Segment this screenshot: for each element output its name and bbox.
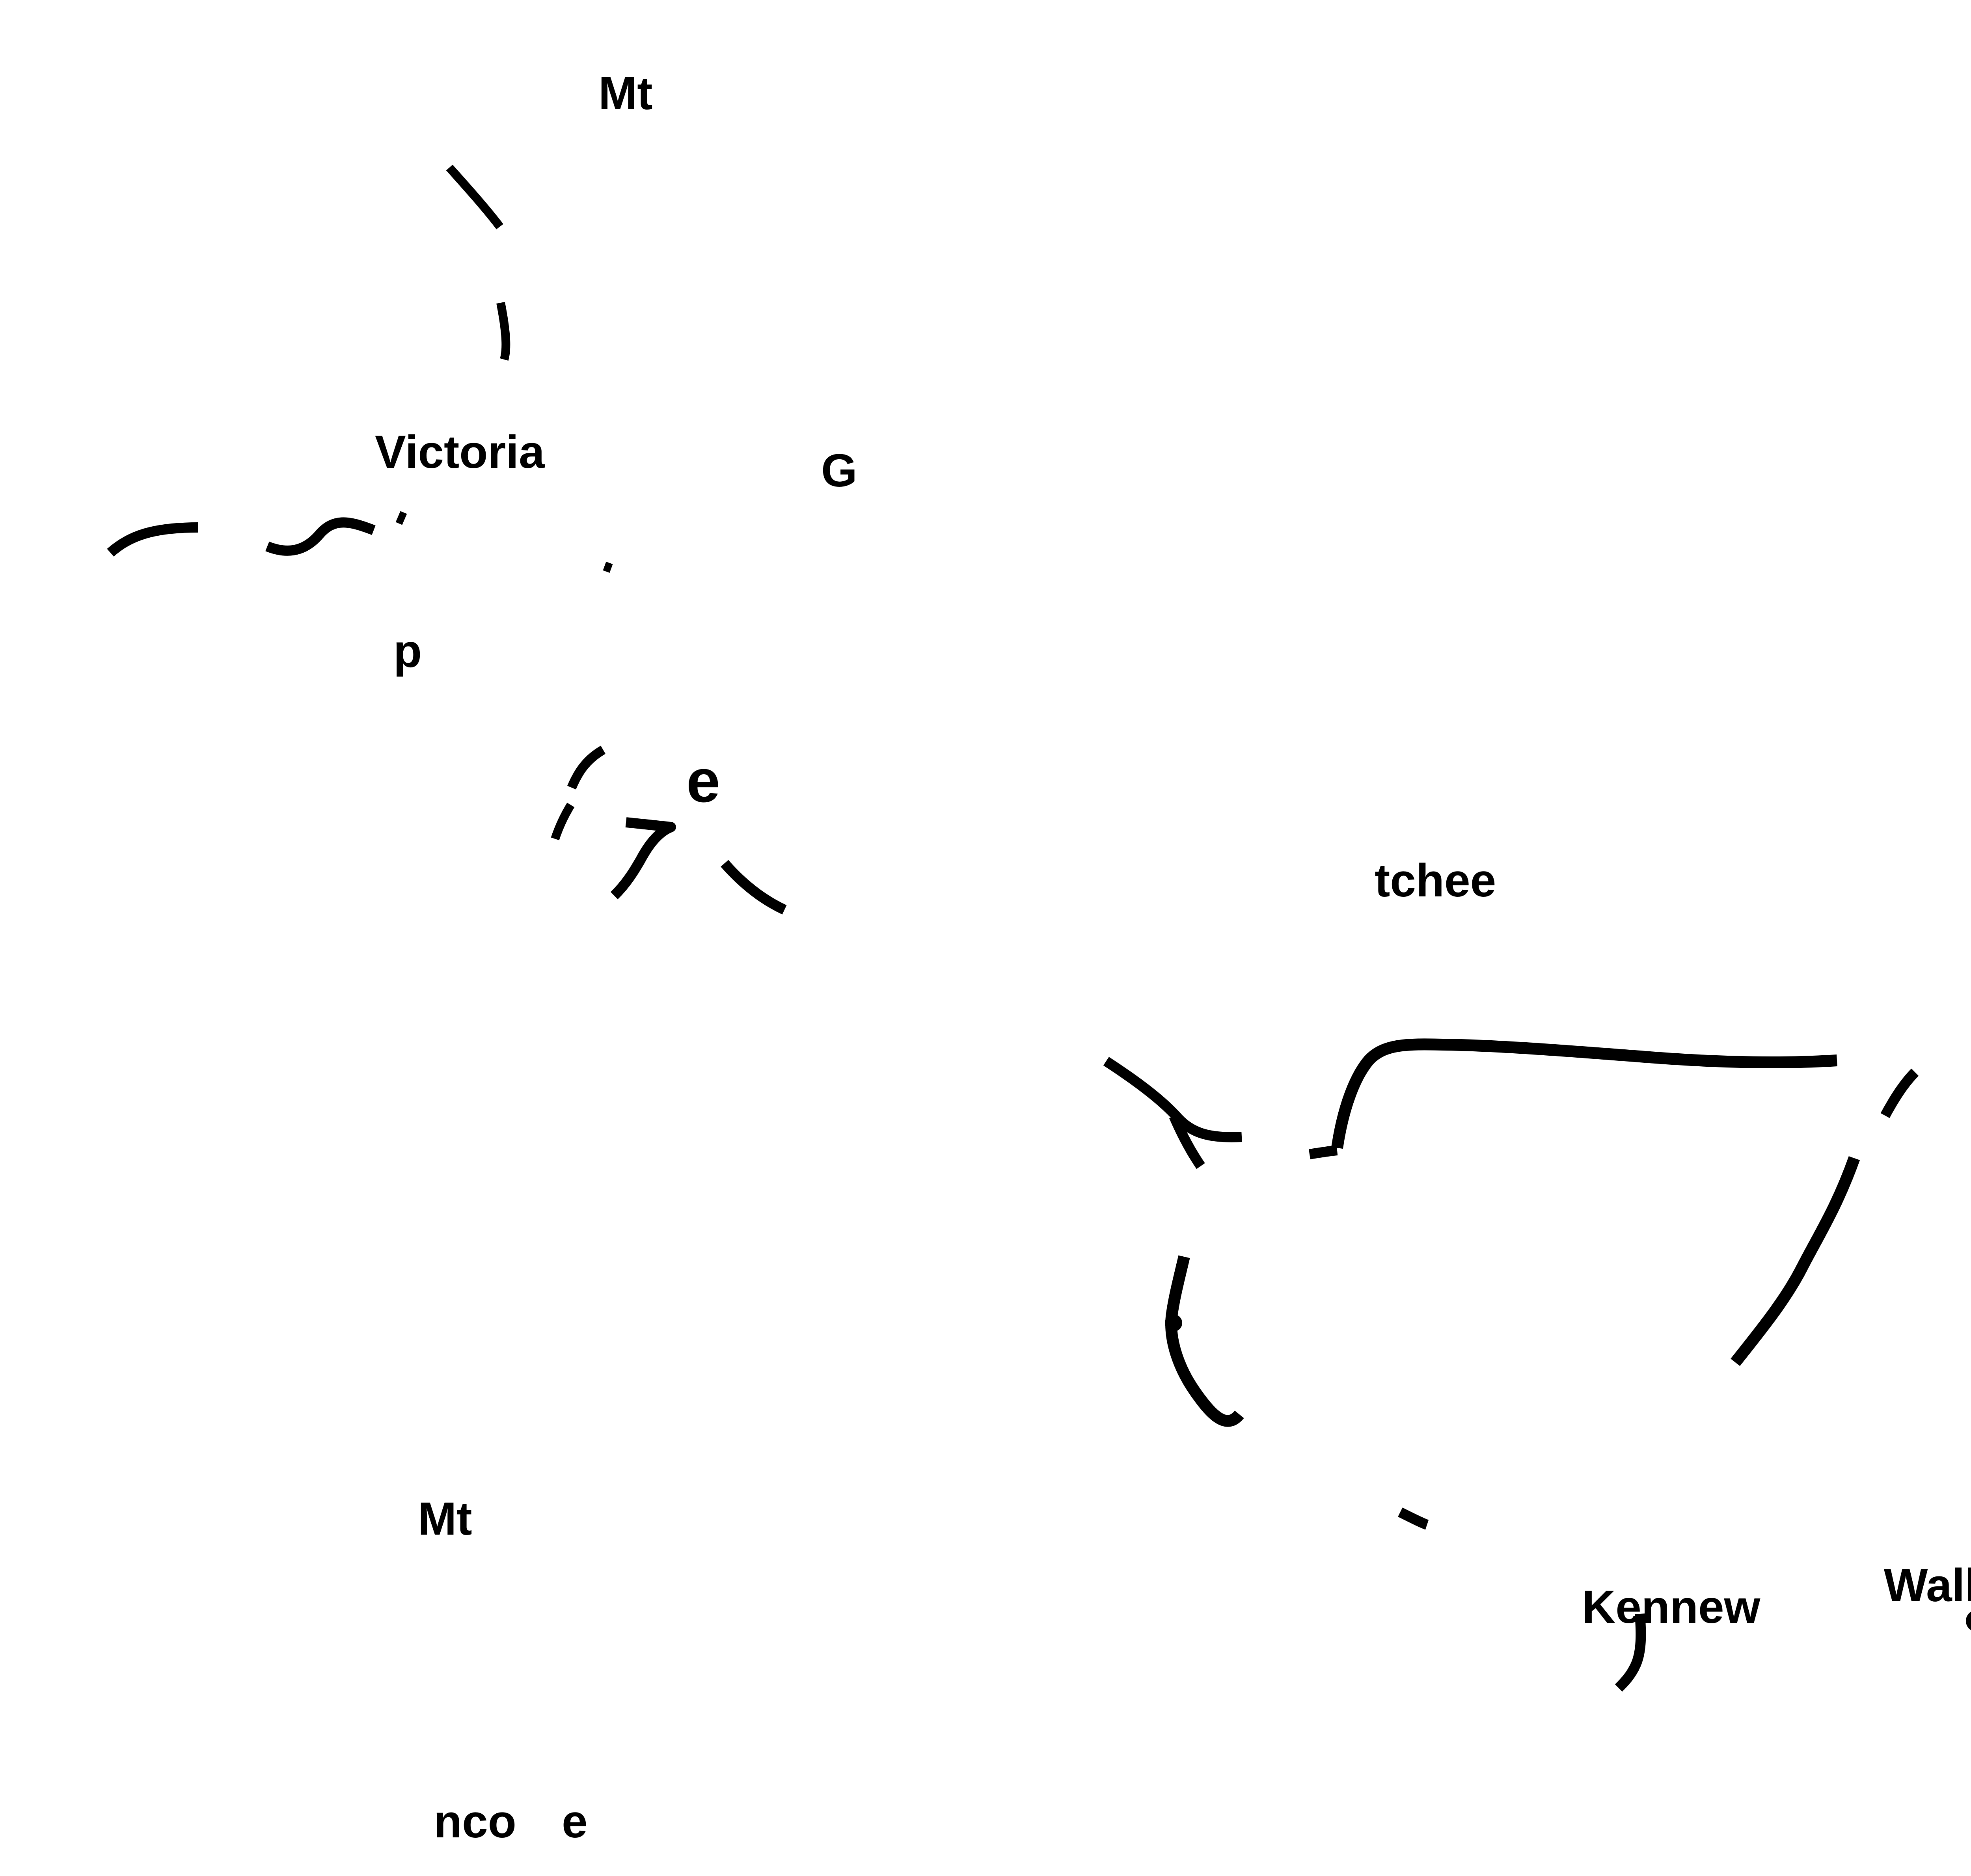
map-stroke-columbia-stub — [1309, 1145, 1338, 1159]
map-label-e-mid: e — [686, 747, 721, 815]
map-stroke-tri-cities-dash — [1398, 1507, 1429, 1530]
map-city-point-markers — [1165, 1314, 1971, 1630]
map-label-g: G — [821, 445, 857, 497]
map-label-walla-w: Walla W — [1884, 1559, 1971, 1611]
map-stroke-vancouver-island-ne — [446, 164, 503, 229]
map-stroke-sound-upper — [567, 745, 606, 790]
map-stroke-sound-small — [551, 803, 575, 840]
map-stroke-kennewick-hook — [1615, 1613, 1646, 1692]
map-stroke-vancouver-island-e — [496, 302, 510, 361]
map-stroke-tick-a — [395, 511, 407, 525]
map-point-marker-walla-walla — [1966, 1611, 1971, 1630]
map-stroke-columbia-bend — [1331, 1038, 1837, 1149]
map-coastline-and-river-strokes — [107, 164, 1919, 1692]
map-stroke-sound-hook — [610, 817, 676, 900]
map-point-marker-confluence — [1165, 1314, 1182, 1332]
map-stroke-river-branch-fork — [1169, 1114, 1205, 1169]
map-label-tchee: tchee — [1375, 855, 1496, 907]
map-stroke-snake-upper — [1880, 1068, 1919, 1118]
map-label-nco: nco — [434, 1796, 516, 1848]
map-stroke-sound-lower — [721, 860, 787, 915]
map-stroke-snake-lower — [1731, 1156, 1860, 1366]
map-stroke-yakima — [1165, 1255, 1244, 1427]
map-label-e-bottom: e — [562, 1796, 588, 1848]
map-label-victoria: Victoria — [375, 426, 545, 478]
map-stroke-tick-b — [603, 561, 613, 573]
map-label-mt-north: Mt — [598, 67, 653, 119]
map-label-kennew: Kennew — [1582, 1581, 1760, 1633]
map-stroke-coast-west — [107, 522, 199, 557]
map-label-mt-south: Mt — [418, 1493, 472, 1545]
map-label-p: p — [393, 625, 422, 677]
map-stroke-coast-inlet — [265, 517, 376, 556]
